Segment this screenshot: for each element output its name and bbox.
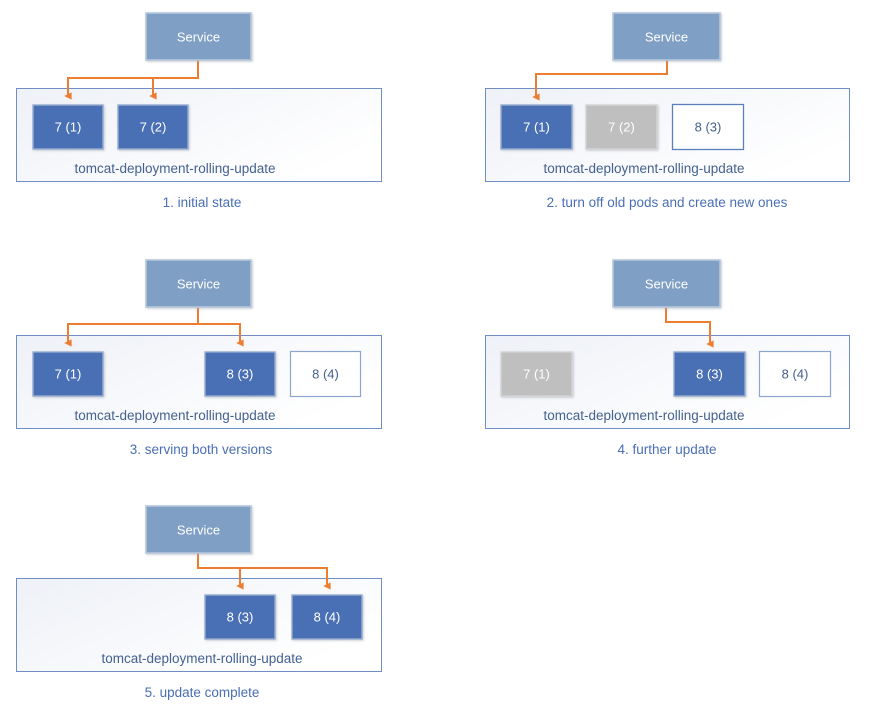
panel-4-pod-7-1[interactable]: 7 (1) (500, 351, 573, 397)
panel-1-caption: 1. initial state (163, 195, 242, 210)
panel-3-service-box[interactable]: Service (145, 259, 252, 308)
panel-2-caption: 2. turn off old pods and create new ones (547, 195, 788, 210)
panel-2-pod-8-3[interactable]: 8 (3) (671, 103, 745, 151)
panel-2-connector (532, 60, 668, 101)
panel-5-caption: 5. update complete (145, 685, 260, 700)
panel-2-pod-label-1: 7 (1) (523, 120, 550, 135)
panel-5: Service 8 (3) 8 (4) tomcat-deployment-ro… (16, 505, 382, 700)
panel-5-service-label: Service (177, 523, 220, 538)
panel-2-deployment-label: tomcat-deployment-rolling-update (543, 161, 744, 176)
panel-1-connector (64, 60, 199, 100)
panel-5-deployment-label: tomcat-deployment-rolling-update (101, 651, 302, 666)
panel-2-pod-7-1[interactable]: 7 (1) (500, 104, 573, 150)
panel-3-pod-label-2: 8 (3) (227, 367, 254, 382)
panel-2: Service 7 (1) 7 (2) 8 (3) tomcat-deploym… (485, 12, 850, 210)
panel-1-deployment-label: tomcat-deployment-rolling-update (74, 161, 275, 176)
panel-3-pod-label-3: 8 (4) (312, 367, 339, 382)
panel-3-pod-8-4[interactable]: 8 (4) (289, 350, 362, 398)
panel-4: Service 7 (1) 8 (3) 8 (4) tomcat-deploym… (485, 259, 850, 457)
panel-1-pod-label-2: 7 (2) (140, 120, 167, 135)
panel-1: Service 7 (1) 7 (2) tomcat-deployment-ro… (16, 12, 382, 210)
panel-2-service-box[interactable]: Service (612, 12, 721, 61)
panel-1-pod-7-1[interactable]: 7 (1) (32, 104, 104, 150)
panel-2-pod-label-3: 8 (3) (695, 120, 722, 135)
panel-5-pod-label-2: 8 (4) (314, 610, 341, 625)
panel-4-connector (665, 307, 714, 348)
panel-2-pod-label-2: 7 (2) (608, 120, 635, 135)
panel-2-pod-7-2[interactable]: 7 (2) (585, 104, 658, 150)
panel-3-service-label: Service (177, 277, 220, 292)
panel-1-service-box[interactable]: Service (145, 12, 252, 61)
panel-4-pod-label-1: 7 (1) (523, 367, 550, 382)
panel-4-pod-8-4[interactable]: 8 (4) (758, 350, 832, 398)
panel-5-connector (197, 553, 331, 590)
panel-4-pod-8-3[interactable]: 8 (3) (673, 351, 746, 397)
panel-5-pod-8-4[interactable]: 8 (4) (291, 594, 363, 640)
panel-1-pod-label-1: 7 (1) (55, 120, 82, 135)
panel-3: Service 7 (1) 8 (3) 8 (4) tomcat-deploym… (16, 259, 382, 457)
panel-4-pod-label-2: 8 (3) (696, 367, 723, 382)
panel-1-pod-7-2[interactable]: 7 (2) (117, 104, 189, 150)
panel-3-caption: 3. serving both versions (130, 442, 273, 457)
panel-4-deployment-label: tomcat-deployment-rolling-update (543, 408, 744, 423)
panel-5-service-box[interactable]: Service (145, 505, 252, 554)
panel-4-pod-label-3: 8 (4) (782, 367, 809, 382)
panel-4-caption: 4. further update (617, 442, 716, 457)
panel-1-service-label: Service (177, 30, 220, 45)
panel-3-pod-label-1: 7 (1) (55, 367, 82, 382)
panel-4-service-box[interactable]: Service (612, 259, 721, 308)
panel-5-pod-label-1: 8 (3) (227, 610, 254, 625)
panel-4-service-label: Service (645, 277, 688, 292)
panel-2-service-label: Service (645, 30, 688, 45)
panel-3-deployment-label: tomcat-deployment-rolling-update (74, 408, 275, 423)
panel-3-pod-8-3[interactable]: 8 (3) (204, 351, 276, 397)
panel-3-connector (64, 307, 244, 347)
panel-5-pod-8-3[interactable]: 8 (3) (204, 594, 276, 640)
panel-3-pod-7-1[interactable]: 7 (1) (32, 351, 104, 397)
